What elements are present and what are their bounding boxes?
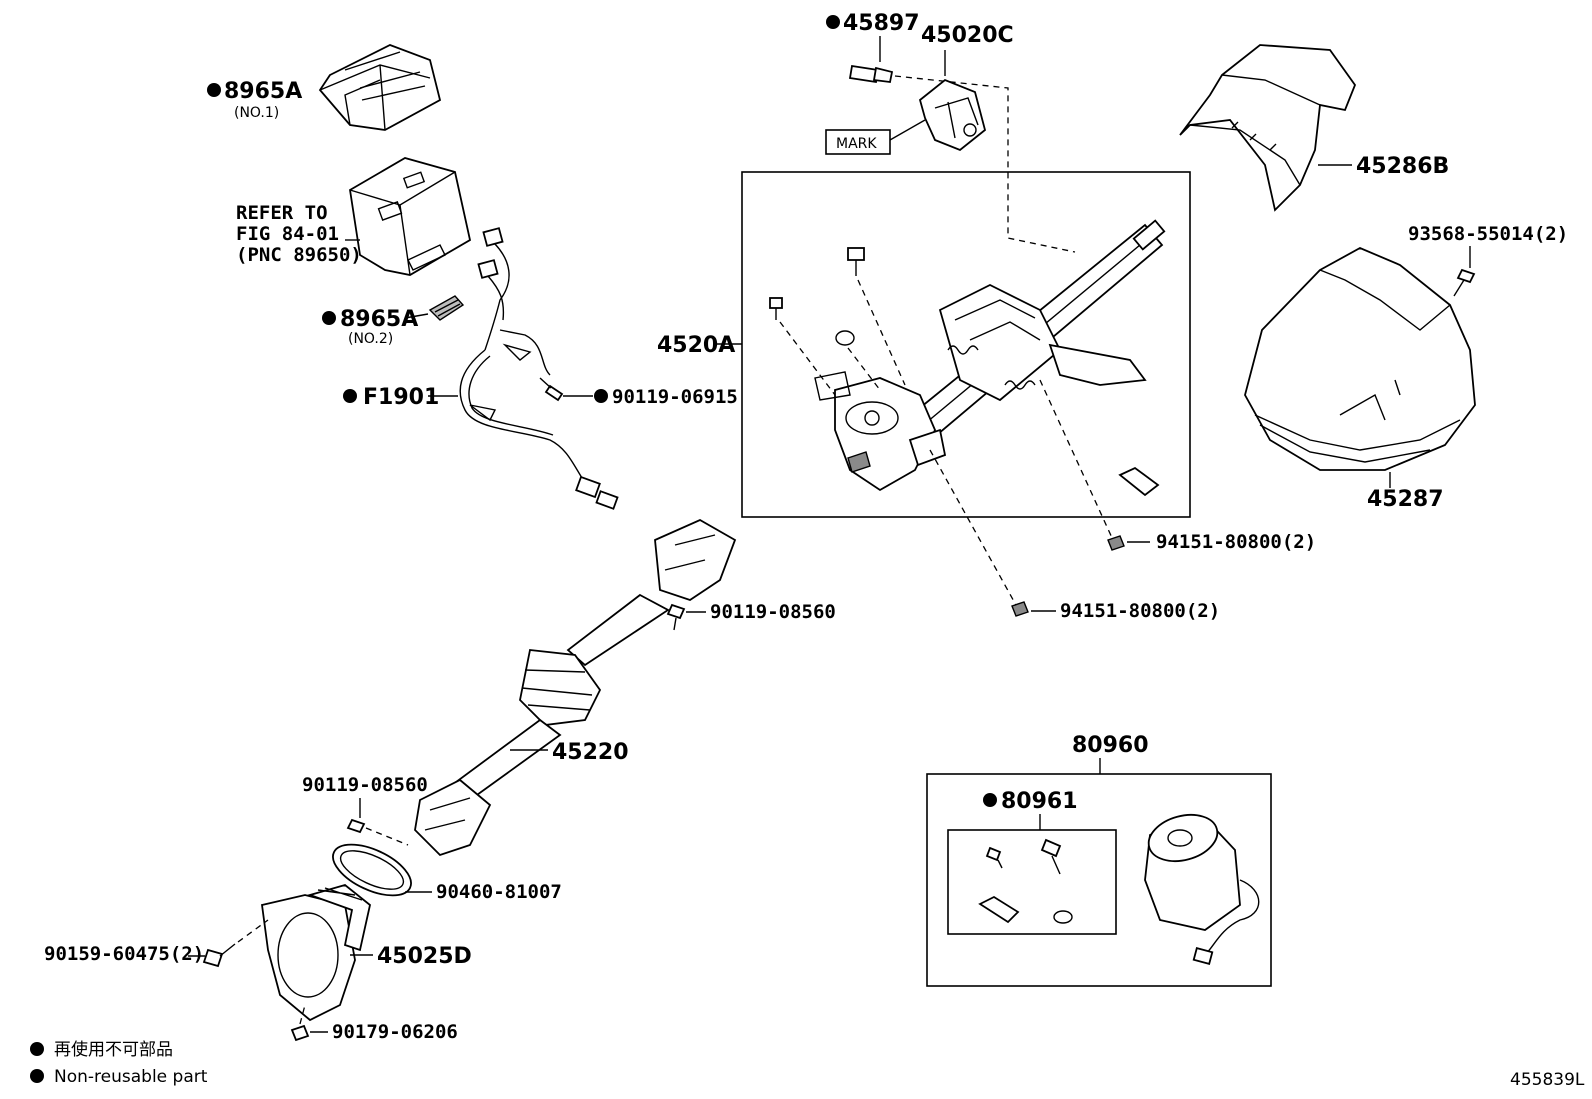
label-45020c: 45020C (921, 23, 1014, 48)
washer (835, 330, 855, 346)
label-90460-81007: 90460-81007 (436, 881, 562, 903)
label-8965a-no2-sub: (NO.2) (348, 331, 393, 347)
seal-90460-81007 (332, 843, 412, 897)
nonreusable-marker (207, 83, 221, 97)
clip-8965a-no2 (428, 295, 465, 321)
sensor-45020c (918, 78, 987, 152)
label-90159-60475: 90159-60475(2) (44, 943, 204, 965)
legend-en: Non-reusable part (54, 1067, 208, 1087)
bolt-90119-08560-a (666, 603, 686, 631)
label-8965a-no1: 8965A (224, 79, 302, 104)
ecu-module (349, 157, 472, 276)
label-mark: MARK (836, 136, 877, 152)
nonreusable-marker (983, 793, 997, 807)
label-94151-a: 94151-80800(2) (1156, 531, 1316, 553)
label-45025d: 45025D (377, 944, 472, 969)
nut-94151-a (1107, 535, 1125, 551)
label-45897: 45897 (843, 11, 920, 36)
label-45220: 45220 (552, 740, 629, 765)
kit-80961-box (947, 829, 1117, 935)
label-90119-06915: 90119-06915 (612, 386, 738, 408)
label-90119-08560-b: 90119-08560 (302, 774, 428, 796)
screw-93568 (1453, 268, 1476, 297)
label-90119-08560-a: 90119-08560 (710, 601, 836, 623)
motor-assembly (1144, 813, 1260, 965)
label-94151-b: 94151-80800(2) (1060, 600, 1220, 622)
label-f1901: F1901 (363, 385, 439, 410)
mark-box (825, 129, 891, 155)
nonreusable-marker (826, 15, 840, 29)
cover-8965a-no1 (318, 44, 442, 131)
label-refer-line1: REFER TO (236, 202, 328, 224)
bolt-90119-06915 (539, 377, 564, 402)
bolt-column-top (847, 247, 865, 276)
label-8965a-no1-sub: (NO.1) (234, 105, 279, 121)
figure-id: 455839L (1510, 1070, 1585, 1090)
legend-bullet-en (30, 1069, 44, 1083)
nut-90179-06206 (290, 1024, 310, 1042)
nonreusable-marker (594, 389, 608, 403)
kit-80961-parts (978, 838, 1073, 924)
column-cover-upper-45286b (1179, 44, 1357, 212)
intermediate-shaft-45220 (414, 518, 737, 857)
label-45287: 45287 (1367, 487, 1444, 512)
nonreusable-marker (343, 389, 357, 403)
label-refer-line2: FIG 84-01 (236, 223, 339, 245)
nut-94151-b (1011, 601, 1029, 617)
dust-cover-45025d (260, 884, 372, 1022)
kit-80960-box (926, 773, 1272, 987)
wire-harness-f1901 (459, 227, 619, 510)
bolt-90119-08560-b (346, 818, 366, 834)
label-8965a-no2: 8965A (340, 307, 418, 332)
label-90179-06206: 90179-06206 (332, 1021, 458, 1043)
column-cover-lower-45287 (1244, 247, 1476, 471)
legend-ja: 再使用不可部品 (54, 1039, 173, 1060)
bolt-column-left (769, 297, 783, 320)
label-93568: 93568-55014(2) (1408, 223, 1568, 245)
grease-tube (1118, 466, 1160, 497)
label-4520a: 4520A (657, 333, 735, 358)
legend-bullet-ja (30, 1042, 44, 1056)
bolt-45897 (848, 64, 894, 84)
label-80961: 80961 (1001, 789, 1078, 814)
label-45286b: 45286B (1356, 154, 1449, 179)
bolt-90159-60475 (202, 943, 236, 968)
steering-column-4520a (814, 219, 1166, 492)
label-80960: 80960 (1072, 733, 1149, 758)
nonreusable-marker (322, 311, 336, 325)
label-refer-line3: (PNC 89650) (236, 244, 362, 266)
